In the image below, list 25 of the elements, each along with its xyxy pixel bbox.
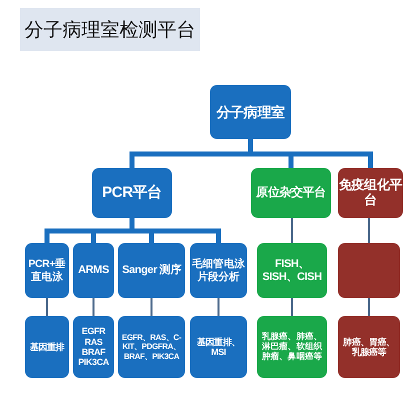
connector [291, 298, 293, 316]
connector [368, 218, 370, 243]
method-box [338, 243, 400, 298]
method-box: Sanger 测序 [118, 243, 185, 298]
application-box: 乳腺癌、肺癌、淋巴瘤、软组织肿瘤、鼻咽癌等 [257, 316, 327, 378]
platform-box: 免疫组化平台 [338, 168, 403, 218]
application-box: 基因重排、MSI [190, 316, 247, 378]
connector [46, 298, 48, 316]
platform-box: PCR平台 [92, 168, 172, 218]
application-box: 肺癌、胃癌、乳腺癌等 [338, 316, 400, 378]
method-box: 毛细管电泳片段分析 [190, 243, 247, 298]
method-box: PCR+垂直电泳 [25, 243, 69, 298]
method-box: FISH、SISH、CISH [257, 243, 327, 298]
category-box: 分子病理室 [210, 85, 291, 139]
connector [150, 298, 152, 316]
application-box: EGFR RAS BRAF PIK3CA [73, 316, 114, 378]
platform-box: 原位杂交平台 [251, 168, 331, 218]
connector [291, 218, 293, 243]
application-box: EGFR、RAS、C-KIT、PDGFRA、BRAF、PIK3CA [118, 316, 185, 378]
connector [218, 298, 220, 316]
connector [92, 298, 94, 316]
title: 分子病理室检测平台 [20, 8, 200, 51]
connector [368, 298, 370, 316]
application-box: 基因重排 [25, 316, 69, 378]
method-box: ARMS [73, 243, 114, 298]
